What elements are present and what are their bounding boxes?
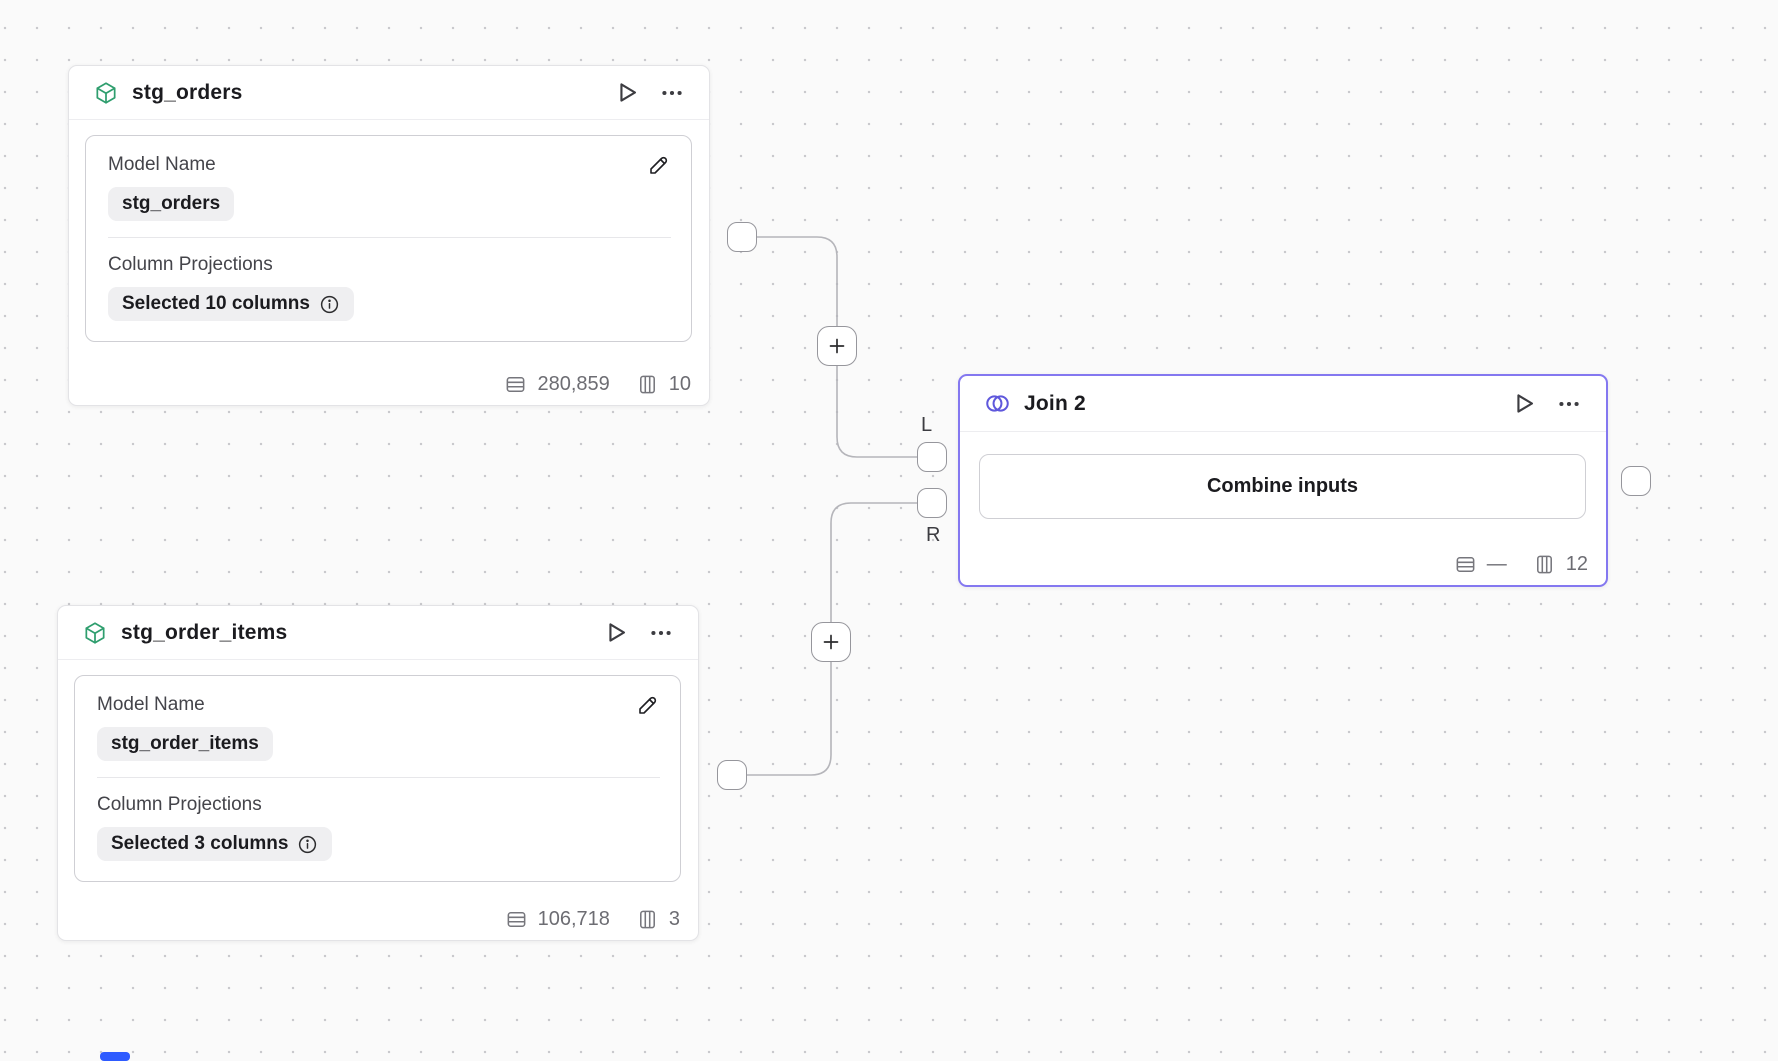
add-node-on-edge-button-bottom[interactable]	[811, 622, 851, 662]
node-menu-button[interactable]	[648, 620, 674, 646]
node-stats: 106,718 3	[505, 908, 680, 931]
add-node-on-edge-button-top[interactable]	[817, 326, 857, 366]
column-projections-value: Selected 3 columns	[111, 833, 289, 854]
bottom-edge-indicator	[100, 1052, 130, 1061]
node-title: stg_orders	[132, 80, 243, 104]
row-count-icon	[504, 373, 527, 396]
node-menu-button[interactable]	[659, 80, 685, 106]
column-projections-badge[interactable]: Selected 3 columns	[97, 827, 333, 861]
column-count-icon	[636, 373, 659, 396]
node-join-2[interactable]: Join 2 Combine inputs — 12	[958, 374, 1608, 587]
node-stats: — 12	[1454, 553, 1588, 576]
row-count-icon	[505, 908, 528, 931]
node-stats: 280,859 10	[504, 373, 691, 396]
row-count: —	[1486, 553, 1507, 575]
info-icon[interactable]	[297, 834, 318, 855]
edit-model-name-button[interactable]	[647, 153, 671, 177]
edit-model-name-button[interactable]	[636, 693, 660, 717]
port-join-input-left[interactable]	[917, 442, 947, 472]
column-count: 12	[1565, 553, 1588, 575]
port-join-input-right[interactable]	[917, 488, 947, 518]
combine-inputs-button[interactable]: Combine inputs	[979, 454, 1586, 519]
row-count-icon	[1454, 553, 1477, 576]
port-join-output[interactable]	[1621, 466, 1651, 496]
column-count: 3	[668, 908, 680, 930]
run-node-button[interactable]	[1510, 390, 1537, 417]
model-cube-icon	[82, 620, 108, 646]
join-venn-icon	[984, 390, 1011, 417]
model-name-value: stg_order_items	[111, 733, 259, 754]
join-left-port-label: L	[921, 414, 933, 436]
node-stg-order-items[interactable]: stg_order_items Model Name stg_order_ite…	[57, 605, 699, 941]
divider	[108, 237, 671, 238]
node-title: Join 2	[1024, 391, 1086, 415]
info-icon[interactable]	[319, 294, 340, 315]
node-join-2-header[interactable]: Join 2	[960, 376, 1606, 432]
row-count: 106,718	[537, 908, 610, 930]
model-name-label: Model Name	[108, 154, 216, 175]
node-stg-order-items-header[interactable]: stg_order_items	[58, 606, 698, 660]
column-count: 10	[668, 373, 691, 395]
model-name-badge: stg_orders	[108, 187, 235, 221]
model-cube-icon	[93, 80, 119, 106]
node-stg-orders[interactable]: stg_orders Model Name stg_orders	[68, 65, 710, 406]
column-projections-label: Column Projections	[97, 794, 262, 815]
port-stg-order-items-output[interactable]	[717, 760, 747, 790]
model-name-badge: stg_order_items	[97, 727, 273, 761]
model-name-value: stg_orders	[122, 193, 221, 214]
run-node-button[interactable]	[602, 619, 629, 646]
node-stg-orders-header[interactable]: stg_orders	[69, 66, 709, 120]
row-count: 280,859	[537, 373, 610, 395]
divider	[97, 777, 660, 778]
column-count-icon	[636, 908, 659, 931]
model-name-label: Model Name	[97, 694, 205, 715]
join-right-port-label: R	[926, 524, 941, 546]
column-projections-label: Column Projections	[108, 254, 273, 275]
column-count-icon	[1533, 553, 1556, 576]
node-config-card: Model Name stg_orders Column Projections…	[85, 135, 692, 342]
node-title: stg_order_items	[121, 620, 288, 644]
node-menu-button[interactable]	[1556, 391, 1582, 417]
node-config-card: Model Name stg_order_items Column Projec…	[74, 675, 681, 882]
column-projections-value: Selected 10 columns	[122, 293, 310, 314]
port-stg-orders-output[interactable]	[727, 222, 757, 252]
column-projections-badge[interactable]: Selected 10 columns	[108, 287, 354, 321]
run-node-button[interactable]	[613, 79, 640, 106]
